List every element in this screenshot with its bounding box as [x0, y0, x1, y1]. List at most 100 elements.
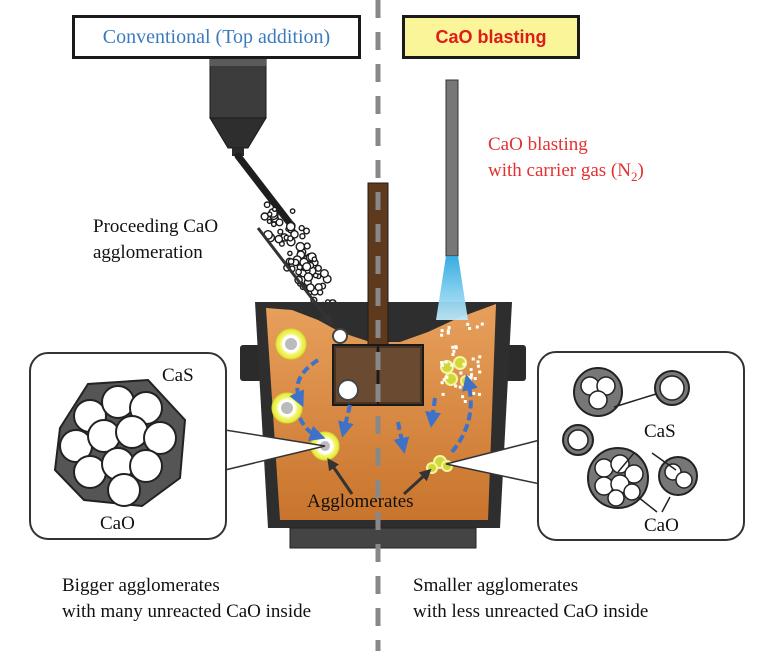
- cao-fine-particle: [469, 368, 473, 372]
- cao-particle: [312, 272, 319, 279]
- proceeding-agglomeration-label-line1: Proceeding CaO: [93, 216, 219, 237]
- right-inset-cas-label: CaS: [644, 421, 676, 442]
- cao-particle: [303, 272, 314, 282]
- cao-particle: [266, 211, 273, 217]
- cao-particle: [299, 232, 306, 240]
- left-caption-line2: with many unreacted CaO inside: [62, 601, 312, 622]
- cao-particle: [295, 268, 302, 276]
- cao-fine-particle: [452, 349, 456, 353]
- blasting-annotation-line2: with carrier gas (N2): [488, 160, 644, 184]
- cao-fine-particle: [459, 371, 463, 375]
- small-agglomerate: [562, 424, 594, 456]
- cao-ball: [115, 415, 149, 449]
- cao-fine-particle: [462, 362, 466, 366]
- cao-ball: [107, 473, 141, 507]
- cao-fine-particle: [476, 364, 480, 368]
- agglomerates-label: Agglomerates: [307, 491, 414, 512]
- small-agglomerate: [587, 447, 649, 509]
- cao-particle: [271, 206, 278, 213]
- cao-cluster: [59, 385, 177, 507]
- cao-fine-particle: [440, 329, 444, 333]
- cao-particle: [303, 242, 311, 250]
- right-inset-cao-label: CaO: [644, 515, 679, 536]
- cao-fine-particle: [476, 360, 480, 364]
- cao-ball: [129, 449, 163, 483]
- left-inset-cas-label: CaS: [162, 365, 194, 386]
- cao-fine-particle: [447, 326, 451, 330]
- cao-fine-particle: [466, 322, 470, 326]
- cao-fine-particle: [440, 381, 444, 385]
- cao-fine-particle: [471, 357, 475, 361]
- cao-particle: [295, 241, 306, 252]
- n2-gas-jet: [436, 256, 468, 320]
- cao-particle: [298, 224, 305, 232]
- cao-fine-particle: [445, 375, 449, 379]
- blasting-lance: [436, 79, 468, 320]
- cao-particle: [305, 283, 315, 292]
- cao-fine-particle: [440, 333, 444, 337]
- cao-particle: [317, 289, 324, 296]
- cao-particle: [287, 250, 293, 257]
- cao-fine-particle: [454, 384, 458, 388]
- cao-fine-particle: [469, 375, 473, 379]
- cao-particle: [289, 208, 296, 215]
- hopper: [209, 57, 296, 230]
- cao-fine-particle: [441, 392, 445, 396]
- right-caption-line2: with less unreacted CaO inside: [413, 601, 649, 622]
- left-caption-line1: Bigger agglomerates: [62, 575, 220, 596]
- cao-fine-particle: [473, 377, 477, 380]
- left-inset: [29, 352, 326, 540]
- blasting-title-text: CaO blasting: [435, 26, 547, 47]
- small-agglomerate: [573, 367, 623, 417]
- cao-fine-particle: [444, 360, 448, 364]
- cao-particle: [290, 229, 299, 239]
- cao-fine-particle: [451, 353, 455, 356]
- cao-fine-particle: [463, 400, 467, 403]
- cao-fine-particle: [478, 392, 481, 396]
- cao-particle: [274, 234, 284, 244]
- cao-fine-particle: [480, 322, 484, 326]
- cao-fine-particle: [442, 378, 446, 382]
- cao-ball: [73, 455, 107, 489]
- cao-fine-particle: [440, 363, 444, 367]
- cao-fine-particle: [451, 345, 455, 349]
- cao-fine-particle: [478, 355, 482, 359]
- flow-arrows: [289, 358, 478, 454]
- cao-ball: [143, 421, 177, 455]
- cao-particle: [263, 201, 271, 209]
- cao-fine-particle: [468, 327, 472, 330]
- cao-fine-particle: [472, 391, 476, 395]
- cao-fine-particle: [454, 345, 458, 349]
- cao-particle: [287, 235, 294, 242]
- cao-particle: [275, 218, 284, 227]
- cao-particle: [311, 256, 318, 263]
- conventional-title: Conventional (Top addition): [72, 15, 361, 59]
- cao-particle: [277, 228, 284, 235]
- small-agglomerate-cluster: [562, 367, 698, 509]
- cao-ball: [87, 419, 121, 453]
- cao-particle: [270, 221, 277, 228]
- right-caption-line1: Smaller agglomerates: [413, 575, 579, 596]
- cao-fine-particle: [446, 331, 450, 335]
- cao-fine-particle: [440, 361, 444, 365]
- pointer-arrows: [256, 227, 432, 496]
- cao-particle: [285, 221, 296, 232]
- cao-fine-particle: [458, 385, 462, 389]
- cao-fine-particle: [461, 395, 465, 399]
- cao-particle: [319, 269, 329, 279]
- cao-particle: [287, 258, 295, 265]
- proceeding-agglomeration-label-line2: agglomeration: [93, 242, 203, 263]
- cao-fine-particle: [478, 370, 482, 374]
- blasting-title: CaO blasting: [402, 15, 580, 59]
- cao-particle: [266, 218, 273, 225]
- cao-fine-particle: [475, 325, 479, 329]
- small-agglomerate: [654, 370, 690, 406]
- cao-particle: [303, 227, 311, 235]
- conventional-title-text: Conventional (Top addition): [102, 25, 331, 48]
- cao-fine-particle: [450, 363, 454, 367]
- left-inset-cao-label: CaO: [100, 513, 135, 534]
- cao-particle: [302, 262, 312, 272]
- right-inset: [445, 351, 745, 541]
